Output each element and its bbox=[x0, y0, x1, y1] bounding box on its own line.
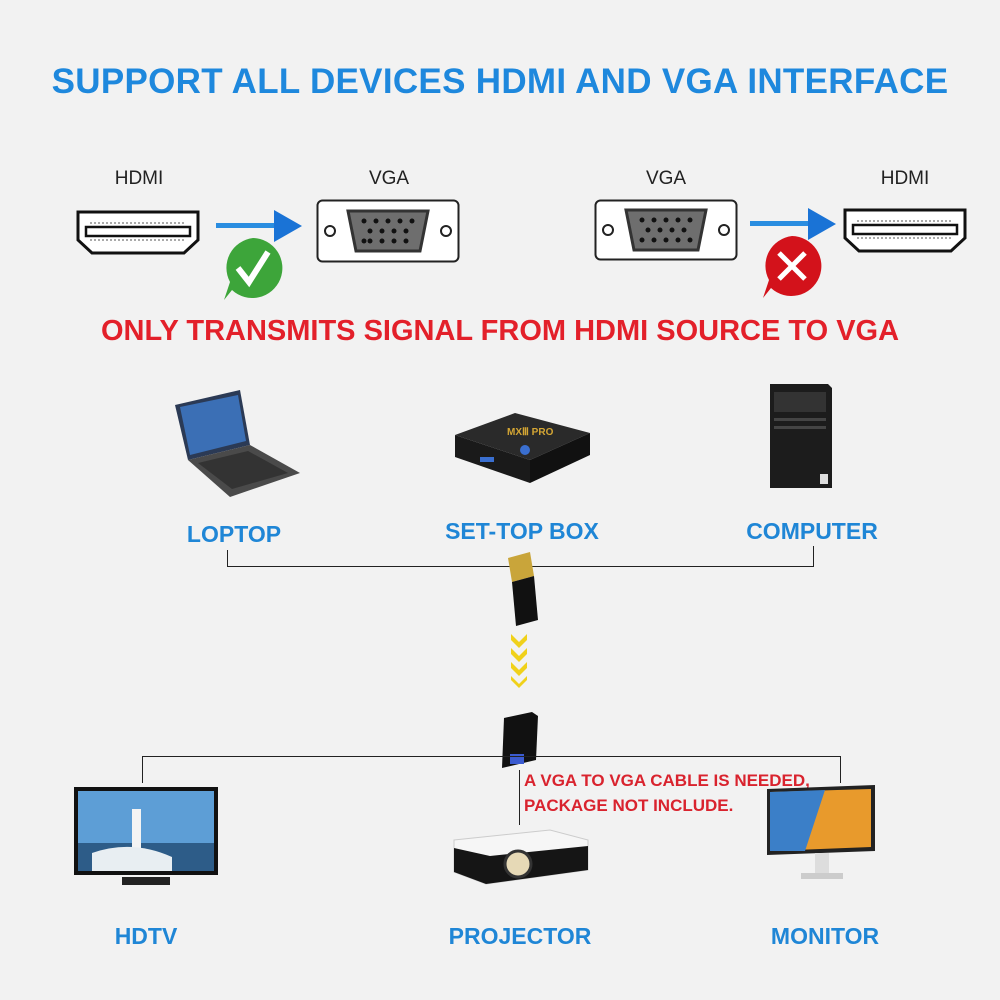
hdmi-port-icon bbox=[76, 210, 200, 255]
vga-port-icon bbox=[316, 199, 460, 263]
hdmi-label-left: HDMI bbox=[114, 168, 164, 189]
monitor-icon bbox=[767, 785, 875, 879]
display-label-monitor: MONITOR bbox=[770, 923, 880, 949]
arrow-right-icon bbox=[750, 208, 836, 240]
hdmi-plug-icon bbox=[508, 552, 538, 626]
page-title: SUPPORT ALL DEVICES HDMI AND VGA INTERFA… bbox=[51, 62, 949, 101]
connector-line bbox=[519, 770, 520, 825]
display-label-hdtv: HDTV bbox=[114, 923, 178, 949]
hdmi-label-right: HDMI bbox=[880, 168, 930, 189]
direction-warning: ONLY TRANSMITS SIGNAL FROM HDMI SOURCE T… bbox=[100, 315, 900, 347]
source-label-set-top-box: SET-TOP BOX bbox=[445, 518, 599, 544]
connector-line bbox=[813, 546, 814, 567]
connector-line bbox=[840, 756, 841, 783]
cable-note: A VGA TO VGA CABLE IS NEEDED, PACKAGE NO… bbox=[524, 768, 810, 818]
source-label-computer: COMPUTER bbox=[746, 518, 878, 544]
source-label-laptop: LOPTOP bbox=[186, 521, 282, 547]
svg-text:MXⅢ PRO: MXⅢ PRO bbox=[507, 427, 554, 438]
arrow-right-icon bbox=[216, 210, 302, 242]
vga-label-left: VGA bbox=[368, 168, 410, 189]
tv-icon bbox=[74, 787, 218, 885]
connector-line bbox=[227, 550, 228, 567]
vga-label-right: VGA bbox=[645, 168, 687, 189]
hdmi-port-icon bbox=[843, 208, 967, 253]
computer-tower-icon bbox=[770, 384, 832, 488]
cable-note-line-2: PACKAGE NOT INCLUDE. bbox=[524, 796, 734, 815]
display-label-projector: PROJECTOR bbox=[448, 923, 592, 949]
laptop-icon bbox=[175, 390, 300, 497]
check-icon bbox=[224, 238, 283, 300]
signal-arrows-icon bbox=[511, 634, 527, 688]
x-icon bbox=[763, 236, 822, 298]
vga-adapter-icon bbox=[502, 712, 538, 768]
projector-icon bbox=[453, 829, 589, 885]
connector-line bbox=[142, 756, 143, 783]
cable-note-line-1: A VGA TO VGA CABLE IS NEEDED, bbox=[524, 771, 810, 790]
set-top-box-icon: MXⅢ PRO bbox=[455, 413, 590, 483]
vga-port-icon bbox=[594, 199, 738, 261]
connector-line bbox=[142, 756, 841, 757]
